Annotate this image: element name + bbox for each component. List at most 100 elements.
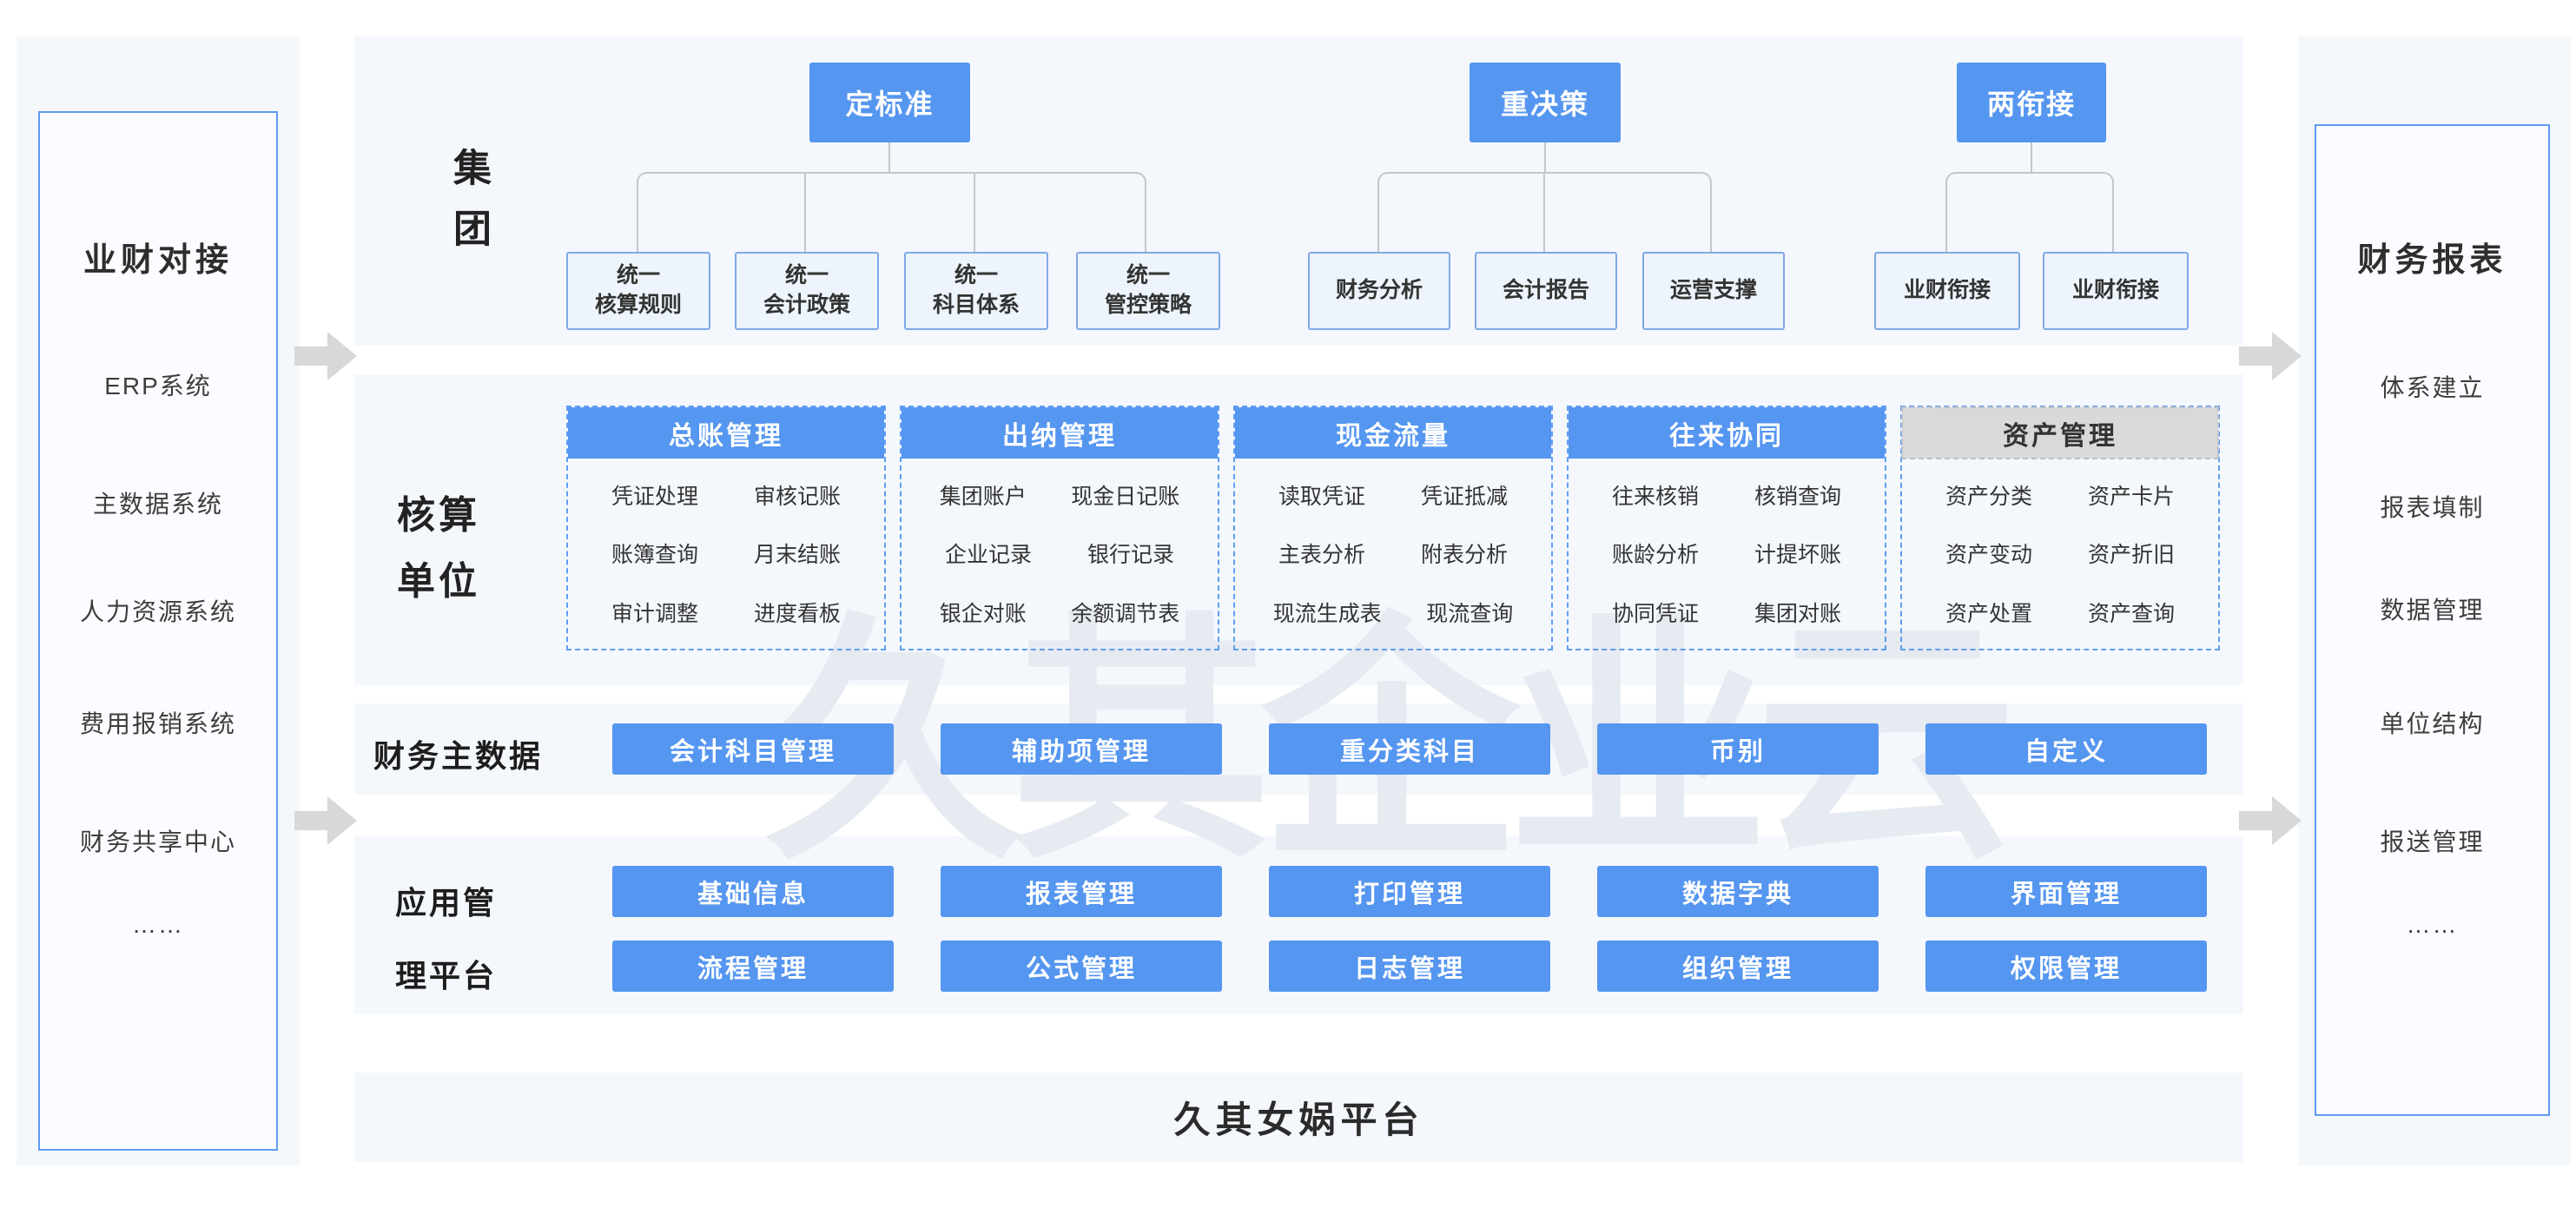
feature-item: 资产变动 [1945,543,2032,568]
feature-item: 集团对账 [1754,602,1841,627]
feature-item: 主表分析 [1278,543,1365,568]
column-body: 资产分类 资产卡片 资产变动 资产折旧 资产处置 资产查询 [1902,459,2218,649]
button-custom: 自定义 [1925,723,2207,775]
list-item: 报送管理 [2380,828,2485,855]
feature-item: 资产折旧 [2087,543,2175,568]
feature-item: 资产处置 [1945,602,2032,627]
connector-line [2031,142,2032,172]
column-transaction-collaboration: 往来协同 往来核销 核销查询 账龄分析 计提坏账 协同凭证 集团对账 [1567,406,1886,650]
button-organization-mgmt: 组织管理 [1597,941,1879,992]
feature-item: 账龄分析 [1611,543,1699,568]
button-log-mgmt: 日志管理 [1269,941,1550,992]
node-unified-accounting-rules: 统一 核算规则 [566,252,710,330]
feature-item: 附表分析 [1420,543,1508,568]
button-data-dictionary: 数据字典 [1597,866,1879,917]
accounting-units-label-line2: 单位 [397,560,480,603]
feature-item: 审计调整 [611,602,698,627]
flow-arrow-right-icon [2239,796,2302,845]
list-item: 数据管理 [2380,597,2485,624]
left-panel-box: 业财对接 ERP系统 主数据系统 人力资源系统 费用报销系统 财务共享中心 …… [38,111,278,1151]
node-unified-accounting-policy: 统一 会计政策 [735,252,879,330]
feature-item: 集团账户 [939,484,1027,509]
accounting-units-label-line1: 核算 [397,494,480,537]
app-platform-label-line2: 理平台 [395,958,498,993]
column-asset-management: 资产管理 资产分类资产卡片 资产变动资产折旧 资产处置资产查询 [1900,406,2220,650]
node-unified-subject-system: 统一 科目体系 [904,252,1048,330]
column-general-ledger: 总账管理 凭证处理审核记账 账簿查询月末结账 审计调整进度看板 [566,406,886,650]
button-basic-info: 基础信息 [612,866,894,917]
feature-item: 读取凭证 [1278,484,1365,509]
feature-item: 往来核销 [1611,484,1699,509]
list-item: 费用报销系统 [79,710,236,737]
column-body: 读取凭证凭证抵减 主表分析附表分析 现流生成表现流查询 [1235,459,1551,649]
button-ui-mgmt: 界面管理 [1925,866,2207,917]
connector-line [888,142,890,172]
app-platform-section: 应用管 理平台 基础信息 报表管理 打印管理 数据字典 界面管理 流程管理 公式… [354,836,2243,1014]
feature-item: 现金日记账 [1071,484,1180,509]
connector-line [1544,142,1546,172]
feature-item: 协同凭证 [1611,602,1699,627]
left-panel: 业财对接 ERP系统 主数据系统 人力资源系统 费用报销系统 财务共享中心 …… [17,36,300,1165]
column-header: 现金流量 [1235,407,1551,459]
feature-item: 资产卡片 [2087,484,2175,509]
platform-bar-title: 久其女娲平台 [1173,1099,1424,1140]
group-section-label: 集团 [447,148,490,269]
right-panel-box: 财务报表 体系建立 报表填制 数据管理 单位结构 报送管理 …… [2315,124,2550,1116]
button-currency: 币别 [1597,723,1879,775]
flow-arrow-right-icon [294,332,357,380]
list-item: 人力资源系统 [79,598,236,625]
connector-line [974,172,975,252]
feature-item: 银企对账 [939,602,1027,627]
right-panel-title: 财务报表 [2357,242,2507,279]
node-accounting-report: 会计报告 [1475,252,1617,330]
column-cash-flow: 现金流量 读取凭证凭证抵减 主表分析附表分析 现流生成表现流查询 [1233,406,1553,650]
connector-line [1543,172,1545,252]
node-major-decisions: 重决策 [1470,63,1621,142]
feature-item: 银行记录 [1087,543,1174,568]
node-set-standards: 定标准 [809,63,970,142]
list-item: 财务共享中心 [79,828,236,855]
group-section: 集团 定标准 统一 核算规则 统一 会计政策 统一 科目体系 统一 管控策略 重… [354,36,2243,346]
column-body: 集团账户现金日记账 企业记录银行记录 银企对账余额调节表 [902,459,1218,649]
connector-line [1945,172,2114,252]
column-body: 凭证处理审核记账 账簿查询月末结账 审计调整进度看板 [568,459,884,649]
list-item: 报表填制 [2380,494,2485,521]
node-financial-analysis: 财务分析 [1308,252,1450,330]
button-report-mgmt: 报表管理 [941,866,1222,917]
feature-item: 资产查询 [2087,602,2175,627]
left-panel-title: 业财对接 [83,242,233,279]
column-header: 往来协同 [1569,407,1885,459]
feature-item: 资产分类 [1945,484,2032,509]
flow-arrow-right-icon [294,796,357,845]
feature-item: 计提坏账 [1754,543,1841,568]
feature-item: 现流生成表 [1272,602,1382,627]
column-cashier: 出纳管理 集团账户现金日记账 企业记录银行记录 银企对账余额调节表 [900,406,1219,650]
right-panel: 财务报表 体系建立 报表填制 数据管理 单位结构 报送管理 …… [2298,36,2571,1165]
feature-item: 凭证抵减 [1420,484,1508,509]
feature-item: 月末结账 [753,543,841,568]
node-two-connections: 两衔接 [1957,63,2106,142]
node-operation-support: 运营支撑 [1642,252,1785,330]
button-auxiliary-item-mgmt: 辅助项管理 [941,723,1222,775]
column-body: 往来核销 核销查询 账龄分析 计提坏账 协同凭证 集团对账 [1569,459,1885,649]
button-formula-mgmt: 公式管理 [941,941,1222,992]
feature-item: 进度看板 [753,602,841,627]
button-reclassified-subjects: 重分类科目 [1269,723,1550,775]
platform-bar: 久其女娲平台 [354,1073,2243,1162]
feature-item: 企业记录 [944,543,1032,568]
list-item: 单位结构 [2380,710,2485,737]
master-data-section: 财务主数据 会计科目管理 辅助项管理 重分类科目 币别 自定义 [354,703,2243,795]
connector-line [804,172,806,252]
list-item: 主数据系统 [92,491,223,518]
feature-item: 审核记账 [753,484,841,509]
list-item-ellipsis: …… [2406,911,2459,938]
list-item: ERP系统 [104,373,212,399]
master-data-label: 财务主数据 [373,738,544,774]
node-business-finance-link-1: 业财衔接 [1874,252,2020,330]
list-item: 体系建立 [2380,374,2485,401]
column-header: 出纳管理 [902,407,1218,459]
app-platform-label-line1: 应用管 [395,885,498,921]
feature-item: 账簿查询 [611,543,698,568]
feature-item: 核销查询 [1754,484,1841,509]
